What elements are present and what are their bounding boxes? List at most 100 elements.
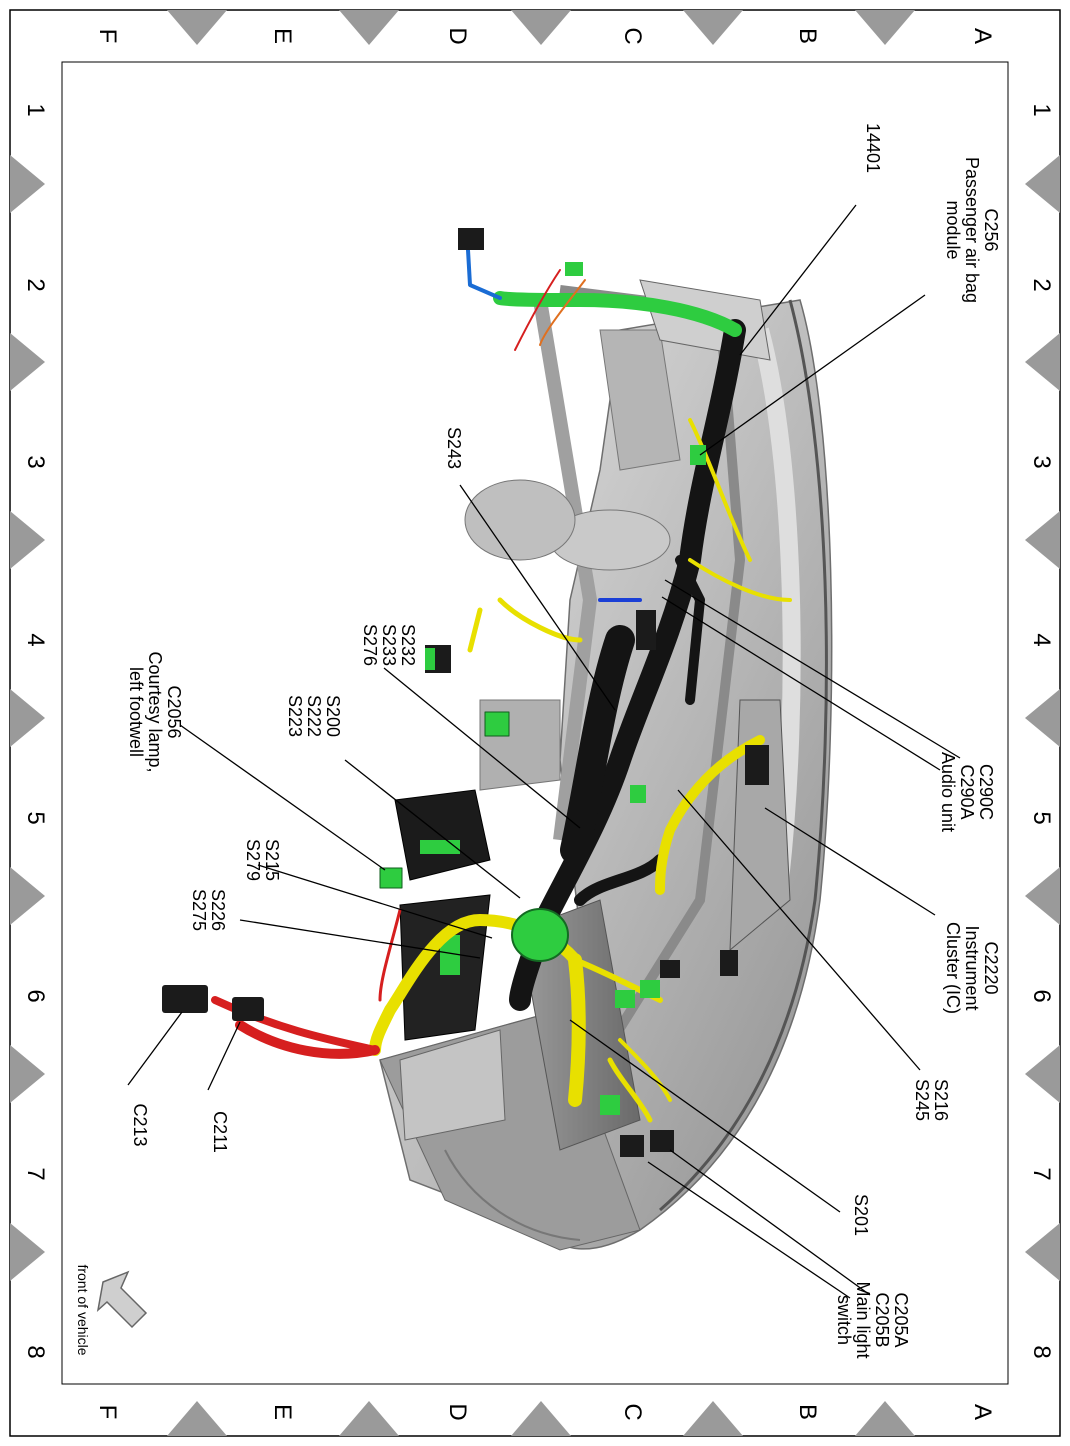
frame-markers	[10, 10, 1060, 1436]
label-s201-line1: S201	[851, 1194, 871, 1236]
label-c211-line1: C211	[210, 1111, 230, 1153]
col-label-7-left: 7	[22, 1167, 49, 1180]
label-s216-line1: S216	[931, 1079, 951, 1121]
label-c290: C290C C290A Audio unit	[938, 752, 996, 832]
leader-c2220	[764, 807, 936, 916]
label-s216: S216 S245	[912, 1079, 951, 1121]
label-s216-line2: S245	[912, 1079, 932, 1121]
label-c205-line1: C205A	[891, 1292, 911, 1347]
label-14401-line1: 14401	[863, 123, 883, 173]
grid-row-labels-top: A B C D E F	[94, 27, 996, 44]
leader-c290a	[661, 596, 941, 771]
row-label-c-top: C	[619, 27, 646, 44]
leader-s243	[459, 484, 616, 711]
front-arrow-icon	[96, 1270, 148, 1329]
label-c205-line2: C205B	[872, 1292, 892, 1347]
label-s215-line2: S279	[243, 839, 263, 881]
leader-c205b	[647, 1161, 851, 1299]
leader-c256	[699, 294, 926, 456]
front-of-vehicle-label: front of vehicle	[75, 1264, 91, 1355]
label-s200-line1: S200	[323, 695, 343, 737]
callout-labels: C256 Passenger air bag module 14401 S243…	[126, 123, 1001, 1359]
label-c205: C205A C205B Main light switch	[834, 1281, 911, 1358]
label-s232: S232 S233 S276	[360, 624, 418, 666]
label-s226-line2: S275	[189, 889, 209, 931]
label-c256-line1: C256	[981, 208, 1001, 251]
leader-s216	[677, 789, 921, 1071]
label-s226-line1: S226	[208, 889, 228, 931]
col-label-4-right: 4	[1028, 633, 1055, 646]
col-label-1-left: 1	[22, 103, 49, 116]
label-s243-line1: S243	[444, 427, 464, 469]
row-label-b-bottom: B	[794, 1404, 821, 1420]
leader-s200	[344, 759, 521, 899]
label-c290-line1: C290C	[976, 764, 996, 820]
row-label-a-top: A	[969, 28, 996, 44]
row-label-d-top: D	[444, 27, 471, 44]
row-label-e-top: E	[269, 28, 296, 44]
row-label-e-bottom: E	[269, 1404, 296, 1420]
leader-s232	[383, 667, 581, 829]
label-c2220: C2220 Instrument Cluster (IC)	[943, 922, 1001, 1014]
label-c205-line3: Main light	[853, 1281, 873, 1358]
col-label-2-right: 2	[1028, 278, 1055, 291]
col-label-3-right: 3	[1028, 455, 1055, 468]
leader-c213	[127, 1011, 183, 1086]
label-s226: S226 S275	[189, 889, 228, 931]
label-c211: C211	[210, 1111, 230, 1153]
label-c290-line2: C290A	[957, 764, 977, 819]
label-c2056-line1: C2056	[164, 685, 184, 738]
label-s215-line1: S215	[262, 839, 282, 881]
col-label-3-left: 3	[22, 455, 49, 468]
col-label-8-left: 8	[22, 1345, 49, 1358]
leader-s226	[239, 919, 481, 959]
label-c2220-line2: Instrument	[962, 925, 982, 1010]
label-c213: C213	[130, 1103, 150, 1146]
col-label-6-left: 6	[22, 989, 49, 1002]
col-label-5-right: 5	[1028, 811, 1055, 824]
col-label-6-right: 6	[1028, 989, 1055, 1002]
row-label-d-bottom: D	[444, 1403, 471, 1420]
leader-s215	[257, 864, 493, 939]
label-c256-line2: Passenger air bag	[962, 157, 982, 303]
leader-c2056	[179, 724, 386, 871]
leader-14401	[739, 204, 857, 356]
label-s215: S215 S279	[243, 839, 282, 881]
label-s201: S201	[851, 1194, 871, 1236]
label-s232-line3: S276	[360, 624, 380, 666]
leader-c290c	[664, 579, 961, 759]
label-c213-line1: C213	[130, 1103, 150, 1146]
leader-c205a	[669, 1149, 871, 1296]
col-label-2-left: 2	[22, 278, 49, 291]
col-label-8-right: 8	[1028, 1345, 1055, 1358]
col-label-5-left: 5	[22, 811, 49, 824]
label-c2056-line2: Courtesy lamp,	[145, 651, 165, 772]
leader-lines	[127, 204, 961, 1299]
grid-row-labels-bottom: A B C D E F	[94, 1403, 996, 1420]
label-c2220-line3: Cluster (IC)	[943, 922, 963, 1014]
row-label-b-top: B	[794, 28, 821, 44]
label-s232-line1: S232	[398, 624, 418, 666]
label-s200-line2: S222	[304, 695, 324, 737]
orientation-indicator: front of vehicle	[75, 1264, 148, 1356]
label-c290-line3: Audio unit	[938, 752, 958, 832]
label-s243: S243	[444, 427, 464, 469]
row-label-c-bottom: C	[619, 1403, 646, 1420]
label-c2220-line1: C2220	[981, 941, 1001, 994]
row-label-f-top: F	[94, 29, 121, 44]
col-label-7-right: 7	[1028, 1167, 1055, 1180]
label-s200: S200 S222 S223	[285, 695, 343, 737]
row-label-f-bottom: F	[94, 1405, 121, 1420]
label-c205-line4: switch	[834, 1295, 854, 1345]
leader-s201	[569, 1019, 841, 1213]
col-label-4-left: 4	[22, 633, 49, 646]
label-c256: C256 Passenger air bag module	[943, 157, 1001, 303]
label-c256-line3: module	[943, 200, 963, 259]
grid-column-labels-left: 1 2 3 4 5 6 7 8	[22, 103, 49, 1358]
col-label-1-right: 1	[1028, 103, 1055, 116]
label-c2056-line3: left footwell	[126, 667, 146, 757]
grid-column-labels-right: 1 2 3 4 5 6 7 8	[1028, 103, 1055, 1358]
label-s200-line3: S223	[285, 695, 305, 737]
label-14401: 14401	[863, 123, 883, 173]
